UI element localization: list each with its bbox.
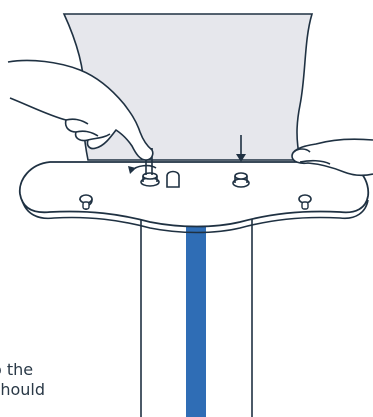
caption-line-2: should xyxy=(0,380,46,399)
knob-center xyxy=(232,172,250,188)
pole-blue-stripe xyxy=(186,212,206,417)
instruction-caption: o the should xyxy=(0,360,132,400)
caption-line-1: o the xyxy=(0,360,34,379)
right-hand xyxy=(291,138,373,177)
knob-left xyxy=(140,172,160,187)
screw-icon xyxy=(79,194,93,210)
tab-marker xyxy=(166,170,180,188)
base-plate xyxy=(18,161,370,234)
down-arrow-icon xyxy=(236,135,246,162)
left-hand xyxy=(7,59,154,161)
rotate-arrow-icon xyxy=(128,164,157,174)
stand-pole xyxy=(140,212,253,417)
screw-icon xyxy=(298,194,312,210)
